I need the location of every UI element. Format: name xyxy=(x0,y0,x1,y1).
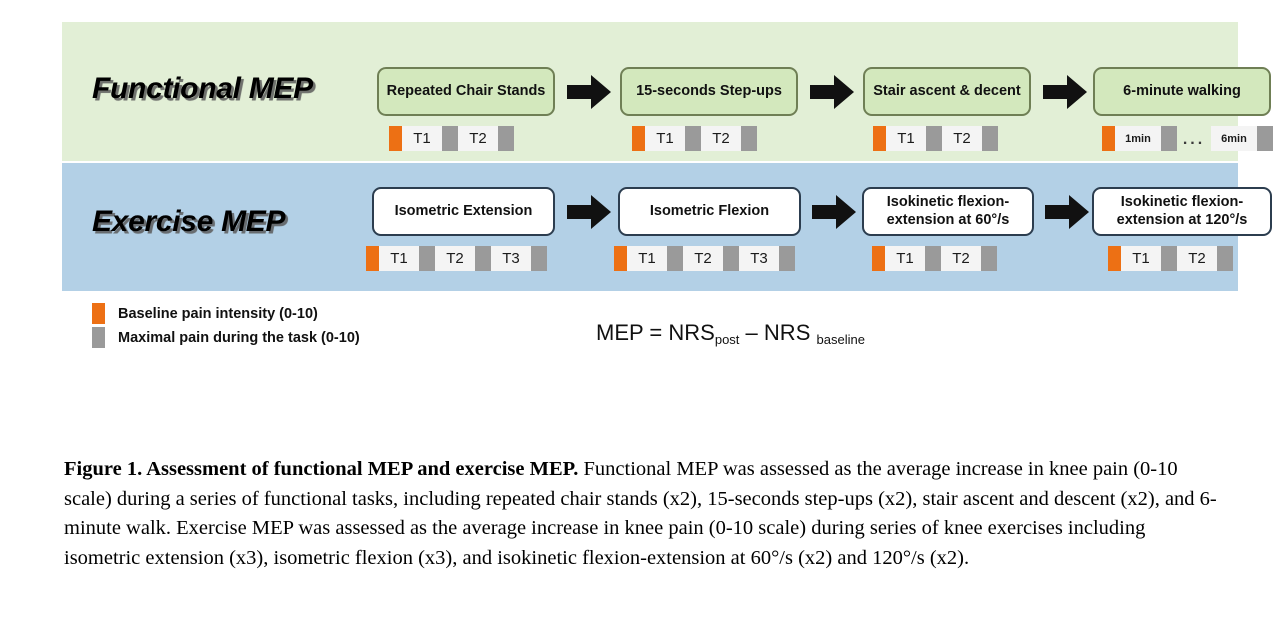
mep-formula: MEP = NRSpost – NRS baseline xyxy=(596,320,865,347)
task-isokinetic-120: Isokinetic flexion-extension at 120°/s T… xyxy=(1092,163,1272,291)
baseline-marker xyxy=(1102,126,1115,151)
task-box-stair-ascent-decent: Stair ascent & decent xyxy=(863,67,1031,116)
max-pain-marker xyxy=(1161,126,1177,151)
timepoint-cell: T1 xyxy=(886,126,926,151)
panel-functional-mep: Functional MEP Repeated Chair Stands T1 … xyxy=(62,22,1273,161)
baseline-marker xyxy=(614,246,627,271)
task-box-repeated-chair-stands: Repeated Chair Stands xyxy=(377,67,555,116)
max-pain-marker xyxy=(925,246,941,271)
legend-item-baseline: Baseline pain intensity (0-10) xyxy=(92,303,360,324)
timepoint-cell: T1 xyxy=(645,126,685,151)
timepoint-cell: T2 xyxy=(435,246,475,271)
legend-label: Maximal pain during the task (0-10) xyxy=(118,329,360,346)
task-6-minute-walking: 6-minute walking 1min ... 6min xyxy=(1093,22,1273,161)
timing-strip-isokinetic-120: T1 T2 xyxy=(1108,246,1233,271)
arrow-right-icon xyxy=(567,74,611,110)
task-15-seconds-step-ups: 15-seconds Step-ups T1 T2 xyxy=(620,22,798,161)
timepoint-cell: T1 xyxy=(379,246,419,271)
legend: Baseline pain intensity (0-10) Maximal p… xyxy=(92,303,360,351)
max-pain-marker xyxy=(779,246,795,271)
task-box-isokinetic-120: Isokinetic flexion-extension at 120°/s xyxy=(1092,187,1272,236)
max-pain-marker xyxy=(475,246,491,271)
timepoint-cell: T2 xyxy=(701,126,741,151)
max-pain-marker xyxy=(419,246,435,271)
baseline-marker xyxy=(873,126,886,151)
max-pain-marker-swatch xyxy=(92,327,105,348)
task-stair-ascent-decent: Stair ascent & decent T1 T2 xyxy=(863,22,1031,161)
baseline-marker xyxy=(632,126,645,151)
figure-caption-title: Figure 1. Assessment of functional MEP a… xyxy=(64,458,579,480)
formula-term-post: NRS xyxy=(668,320,715,345)
timepoint-cell: T2 xyxy=(941,246,981,271)
arrow-right-icon xyxy=(1045,194,1089,230)
timing-strip-6-minute-walking: 1min ... 6min xyxy=(1102,126,1273,151)
max-pain-marker xyxy=(982,126,998,151)
timepoint-cell: T2 xyxy=(1177,246,1217,271)
baseline-marker xyxy=(366,246,379,271)
task-isometric-flexion: Isometric Flexion T1 T2 T3 xyxy=(614,163,801,291)
max-pain-marker xyxy=(1257,126,1273,151)
timepoint-cell: 6min xyxy=(1211,126,1257,151)
max-pain-marker xyxy=(498,126,514,151)
max-pain-marker xyxy=(1217,246,1233,271)
task-isometric-extension: Isometric Extension T1 T2 T3 xyxy=(366,163,555,291)
timepoint-cell: T1 xyxy=(402,126,442,151)
timing-strip-isometric-extension: T1 T2 T3 xyxy=(366,246,547,271)
formula-subscript-post: post xyxy=(714,332,740,347)
max-pain-marker xyxy=(981,246,997,271)
timepoint-cell: T1 xyxy=(627,246,667,271)
task-repeated-chair-stands: Repeated Chair Stands T1 T2 xyxy=(377,22,555,161)
max-pain-marker xyxy=(531,246,547,271)
arrow-right-icon xyxy=(812,194,856,230)
timing-strip-15-seconds-step-ups: T1 T2 xyxy=(632,126,757,151)
ellipsis-separator: ... xyxy=(1182,131,1206,148)
task-box-15-seconds-step-ups: 15-seconds Step-ups xyxy=(620,67,798,116)
arrow-right-icon xyxy=(567,194,611,230)
max-pain-marker xyxy=(741,126,757,151)
timepoint-cell: T2 xyxy=(942,126,982,151)
max-pain-marker xyxy=(442,126,458,151)
timepoint-cell: T2 xyxy=(683,246,723,271)
legend-item-maximal-pain: Maximal pain during the task (0-10) xyxy=(92,327,360,348)
formula-term-baseline: NRS xyxy=(763,320,811,345)
baseline-marker xyxy=(389,126,402,151)
baseline-marker xyxy=(1108,246,1121,271)
figure-caption-body: Functional MEP was assessed as the avera… xyxy=(64,458,1217,569)
formula-subscript-baseline: baseline xyxy=(816,332,865,347)
formula-minus: – xyxy=(745,320,758,345)
task-box-isometric-flexion: Isometric Flexion xyxy=(618,187,801,236)
timepoint-cell: T3 xyxy=(739,246,779,271)
timing-strip-repeated-chair-stands: T1 T2 xyxy=(389,126,514,151)
timepoint-cell: T3 xyxy=(491,246,531,271)
task-isokinetic-60: Isokinetic flexion-extension at 60°/s T1… xyxy=(862,163,1034,291)
row-title-exercise-mep: Exercise MEP xyxy=(92,205,286,238)
panel-exercise-mep: Exercise MEP Isometric Extension T1 T2 T… xyxy=(62,163,1272,291)
timing-strip-isometric-flexion: T1 T2 T3 xyxy=(614,246,795,271)
formula-equals: = xyxy=(649,320,663,345)
max-pain-marker xyxy=(1161,246,1177,271)
baseline-marker-swatch xyxy=(92,303,105,324)
timepoint-cell: T1 xyxy=(1121,246,1161,271)
timepoint-cell: 1min xyxy=(1115,126,1161,151)
timepoint-cell: T1 xyxy=(885,246,925,271)
max-pain-marker xyxy=(667,246,683,271)
max-pain-marker xyxy=(723,246,739,271)
arrow-right-icon xyxy=(1043,74,1087,110)
timepoint-cell: T2 xyxy=(458,126,498,151)
timing-strip-stair-ascent-decent: T1 T2 xyxy=(873,126,998,151)
task-box-isokinetic-60: Isokinetic flexion-extension at 60°/s xyxy=(862,187,1034,236)
baseline-marker xyxy=(872,246,885,271)
max-pain-marker xyxy=(926,126,942,151)
arrow-right-icon xyxy=(810,74,854,110)
task-box-isometric-extension: Isometric Extension xyxy=(372,187,555,236)
task-box-6-minute-walking: 6-minute walking xyxy=(1093,67,1271,116)
row-title-functional-mep: Functional MEP xyxy=(92,72,313,105)
legend-label: Baseline pain intensity (0-10) xyxy=(118,305,318,322)
figure-caption: Figure 1. Assessment of functional MEP a… xyxy=(64,455,1224,573)
formula-lhs: MEP xyxy=(596,320,644,345)
timing-strip-isokinetic-60: T1 T2 xyxy=(872,246,997,271)
max-pain-marker xyxy=(685,126,701,151)
